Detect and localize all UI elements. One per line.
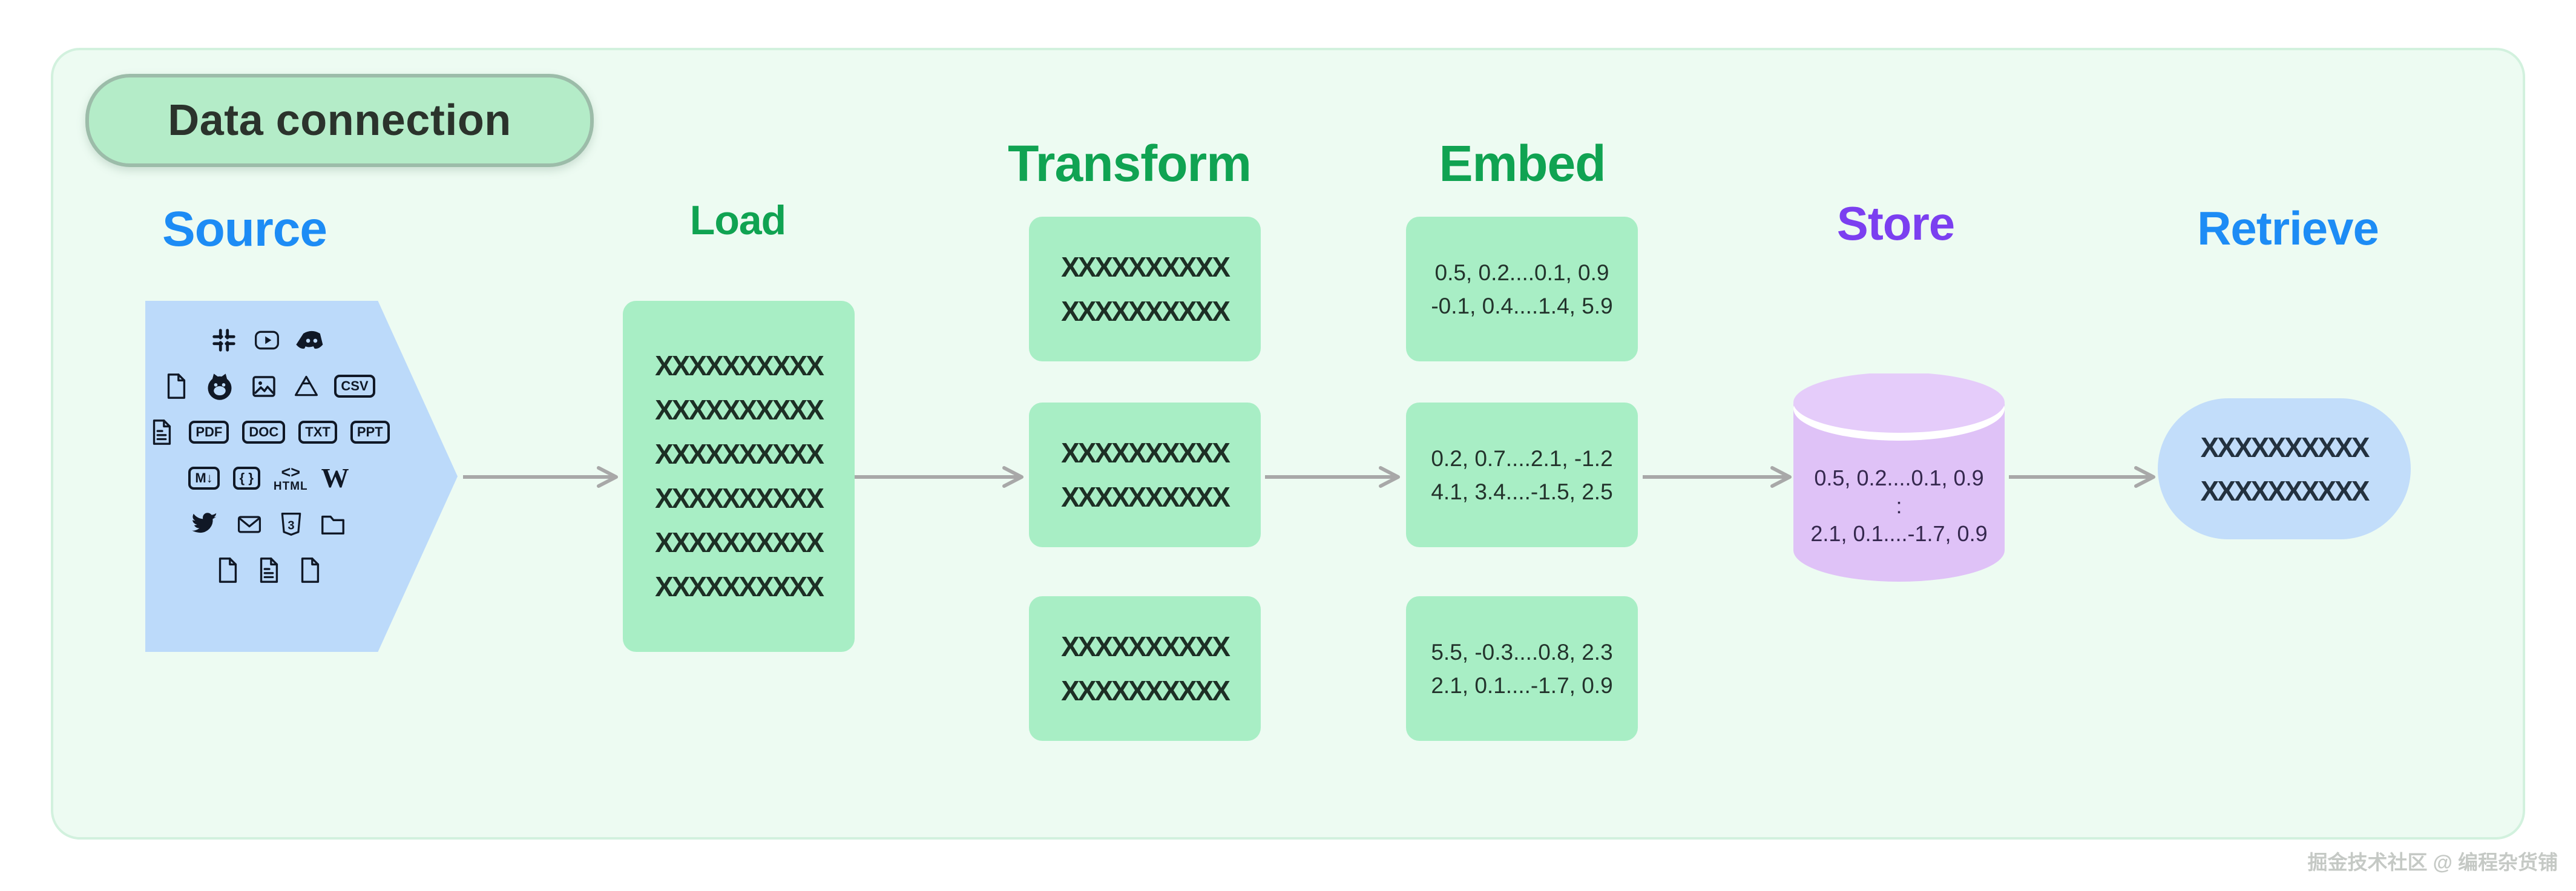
slack-icon xyxy=(210,326,238,354)
retrieve-box: XXXXXXXXXX XXXXXXXXXX xyxy=(2158,398,2411,539)
source-icon-row xyxy=(153,547,385,593)
load-box-line: XXXXXXXXXX xyxy=(655,571,824,602)
twitter-icon xyxy=(189,510,221,538)
flow-arrow xyxy=(1641,465,1793,489)
source-icon-row: PDF DOC TXT PPT xyxy=(153,409,390,455)
embed-vector-line: -0.1, 0.4....1.4, 5.9 xyxy=(1431,293,1613,318)
pdf-file-icon: PDF xyxy=(189,421,229,444)
source-icon-row: CSV xyxy=(153,363,385,409)
transform-box: XXXXXXXXXX XXXXXXXXXX xyxy=(1029,596,1261,741)
css3-icon: 3 xyxy=(278,510,304,539)
transform-box-line: XXXXXXXXXX xyxy=(1061,251,1230,283)
source-icon-row: M↓ { } <>HTML W xyxy=(153,455,385,501)
csv-file-icon: CSV xyxy=(334,375,375,398)
html-icon-glyph: <> xyxy=(281,463,301,481)
load-box-line: XXXXXXXXXX xyxy=(655,438,824,470)
flow-arrow xyxy=(853,465,1025,489)
source-icon-row xyxy=(153,317,385,363)
wikipedia-icon: W xyxy=(321,462,349,493)
load-box-line: XXXXXXXXXX xyxy=(655,482,824,514)
svg-text:3: 3 xyxy=(288,519,294,532)
json-file-icon: { } xyxy=(232,467,260,490)
source-icon-row: 3 xyxy=(153,501,385,547)
transform-box-line: XXXXXXXXXX xyxy=(1061,630,1230,662)
transform-box: XXXXXXXXXX XXXXXXXXXX xyxy=(1029,217,1261,361)
store-vector-text: 0.5, 0.2....0.1, 0.9 : 2.1, 0.1....-1.7,… xyxy=(1793,464,2005,548)
retrieve-box-line: XXXXXXXXXX xyxy=(2200,475,2370,507)
source-icon-cloud: CSV PDF DOC TXT PPT M↓ { } <>HTML W 3 xyxy=(153,317,390,593)
store-vector-ellipsis: : xyxy=(1896,493,1902,518)
store-vector-line: 0.5, 0.2....0.1, 0.9 xyxy=(1814,465,1984,490)
transform-box-line: XXXXXXXXXX xyxy=(1061,295,1230,327)
transform-box-line: XXXXXXXXXX xyxy=(1061,436,1230,469)
google-drive-icon xyxy=(292,373,321,399)
markdown-icon: M↓ xyxy=(188,467,220,490)
txt-file-icon: TXT xyxy=(298,421,337,444)
heading-load: Load xyxy=(689,197,786,243)
folder-icon xyxy=(318,510,348,538)
heading-retrieve: Retrieve xyxy=(2197,202,2379,255)
title-badge-label: Data connection xyxy=(168,96,511,145)
watermark: 掘金技术社区 @ 编程杂货铺 xyxy=(2307,851,2558,873)
file-icon-2 xyxy=(214,556,242,585)
load-box-line: XXXXXXXXXX xyxy=(655,527,824,558)
heading-source: Source xyxy=(162,202,327,257)
embed-vector-line: 0.5, 0.2....0.1, 0.9 xyxy=(1434,260,1609,285)
heading-transform: Transform xyxy=(1008,135,1252,192)
embed-vector-line: 2.1, 0.1....-1.7, 0.9 xyxy=(1431,672,1613,698)
doc-file-icon: DOC xyxy=(242,421,286,444)
store-vector-line: 2.1, 0.1....-1.7, 0.9 xyxy=(1810,521,1988,546)
load-box: XXXXXXXXXX XXXXXXXXXX XXXXXXXXXX XXXXXXXXXX… xyxy=(623,301,855,652)
embed-vector-line: 5.5, -0.3....0.8, 2.3 xyxy=(1431,639,1613,665)
diagram-panel xyxy=(51,48,2525,840)
transform-box-line: XXXXXXXXXX xyxy=(1061,481,1230,513)
youtube-icon xyxy=(251,327,283,353)
heading-embed: Embed xyxy=(1439,135,1606,192)
database-icon xyxy=(1793,372,2005,582)
load-box-line: XXXXXXXXXX xyxy=(655,350,824,381)
flow-arrow xyxy=(2007,465,2157,489)
text-document-icon xyxy=(148,418,176,447)
embed-vector-line: 4.1, 3.4....-1.5, 2.5 xyxy=(1431,479,1613,504)
html-icon-label: HTML xyxy=(273,480,308,493)
discord-icon xyxy=(296,327,327,353)
text-document-icon-2 xyxy=(255,556,283,585)
title-badge: Data connection xyxy=(85,74,594,167)
load-box-line: XXXXXXXXXX xyxy=(655,394,824,426)
embed-box: 5.5, -0.3....0.8, 2.3 2.1, 0.1....-1.7, 0… xyxy=(1406,596,1638,741)
github-icon xyxy=(203,370,236,402)
email-icon xyxy=(234,511,264,538)
html-icon: <>HTML xyxy=(273,463,308,493)
flow-arrow xyxy=(1263,465,1401,489)
file-icon xyxy=(162,372,190,401)
flow-arrow xyxy=(461,465,619,489)
ppt-file-icon: PPT xyxy=(350,421,390,444)
retrieve-box-line: XXXXXXXXXX xyxy=(2200,431,2370,463)
embed-box: 0.5, 0.2....0.1, 0.9 -0.1, 0.4....1.4, 5.… xyxy=(1406,217,1638,361)
transform-box-line: XXXXXXXXXX xyxy=(1061,674,1230,706)
store-database-cylinder: 0.5, 0.2....0.1, 0.9 : 2.1, 0.1....-1.7,… xyxy=(1793,372,2005,583)
heading-store: Store xyxy=(1836,197,1955,250)
embed-vector-line: 0.2, 0.7....2.1, -1.2 xyxy=(1431,446,1613,471)
transform-box: XXXXXXXXXX XXXXXXXXXX xyxy=(1029,403,1261,547)
image-icon xyxy=(249,372,278,401)
file-icon-3 xyxy=(296,556,324,585)
embed-box: 0.2, 0.7....2.1, -1.2 4.1, 3.4....-1.5, 2… xyxy=(1406,403,1638,547)
